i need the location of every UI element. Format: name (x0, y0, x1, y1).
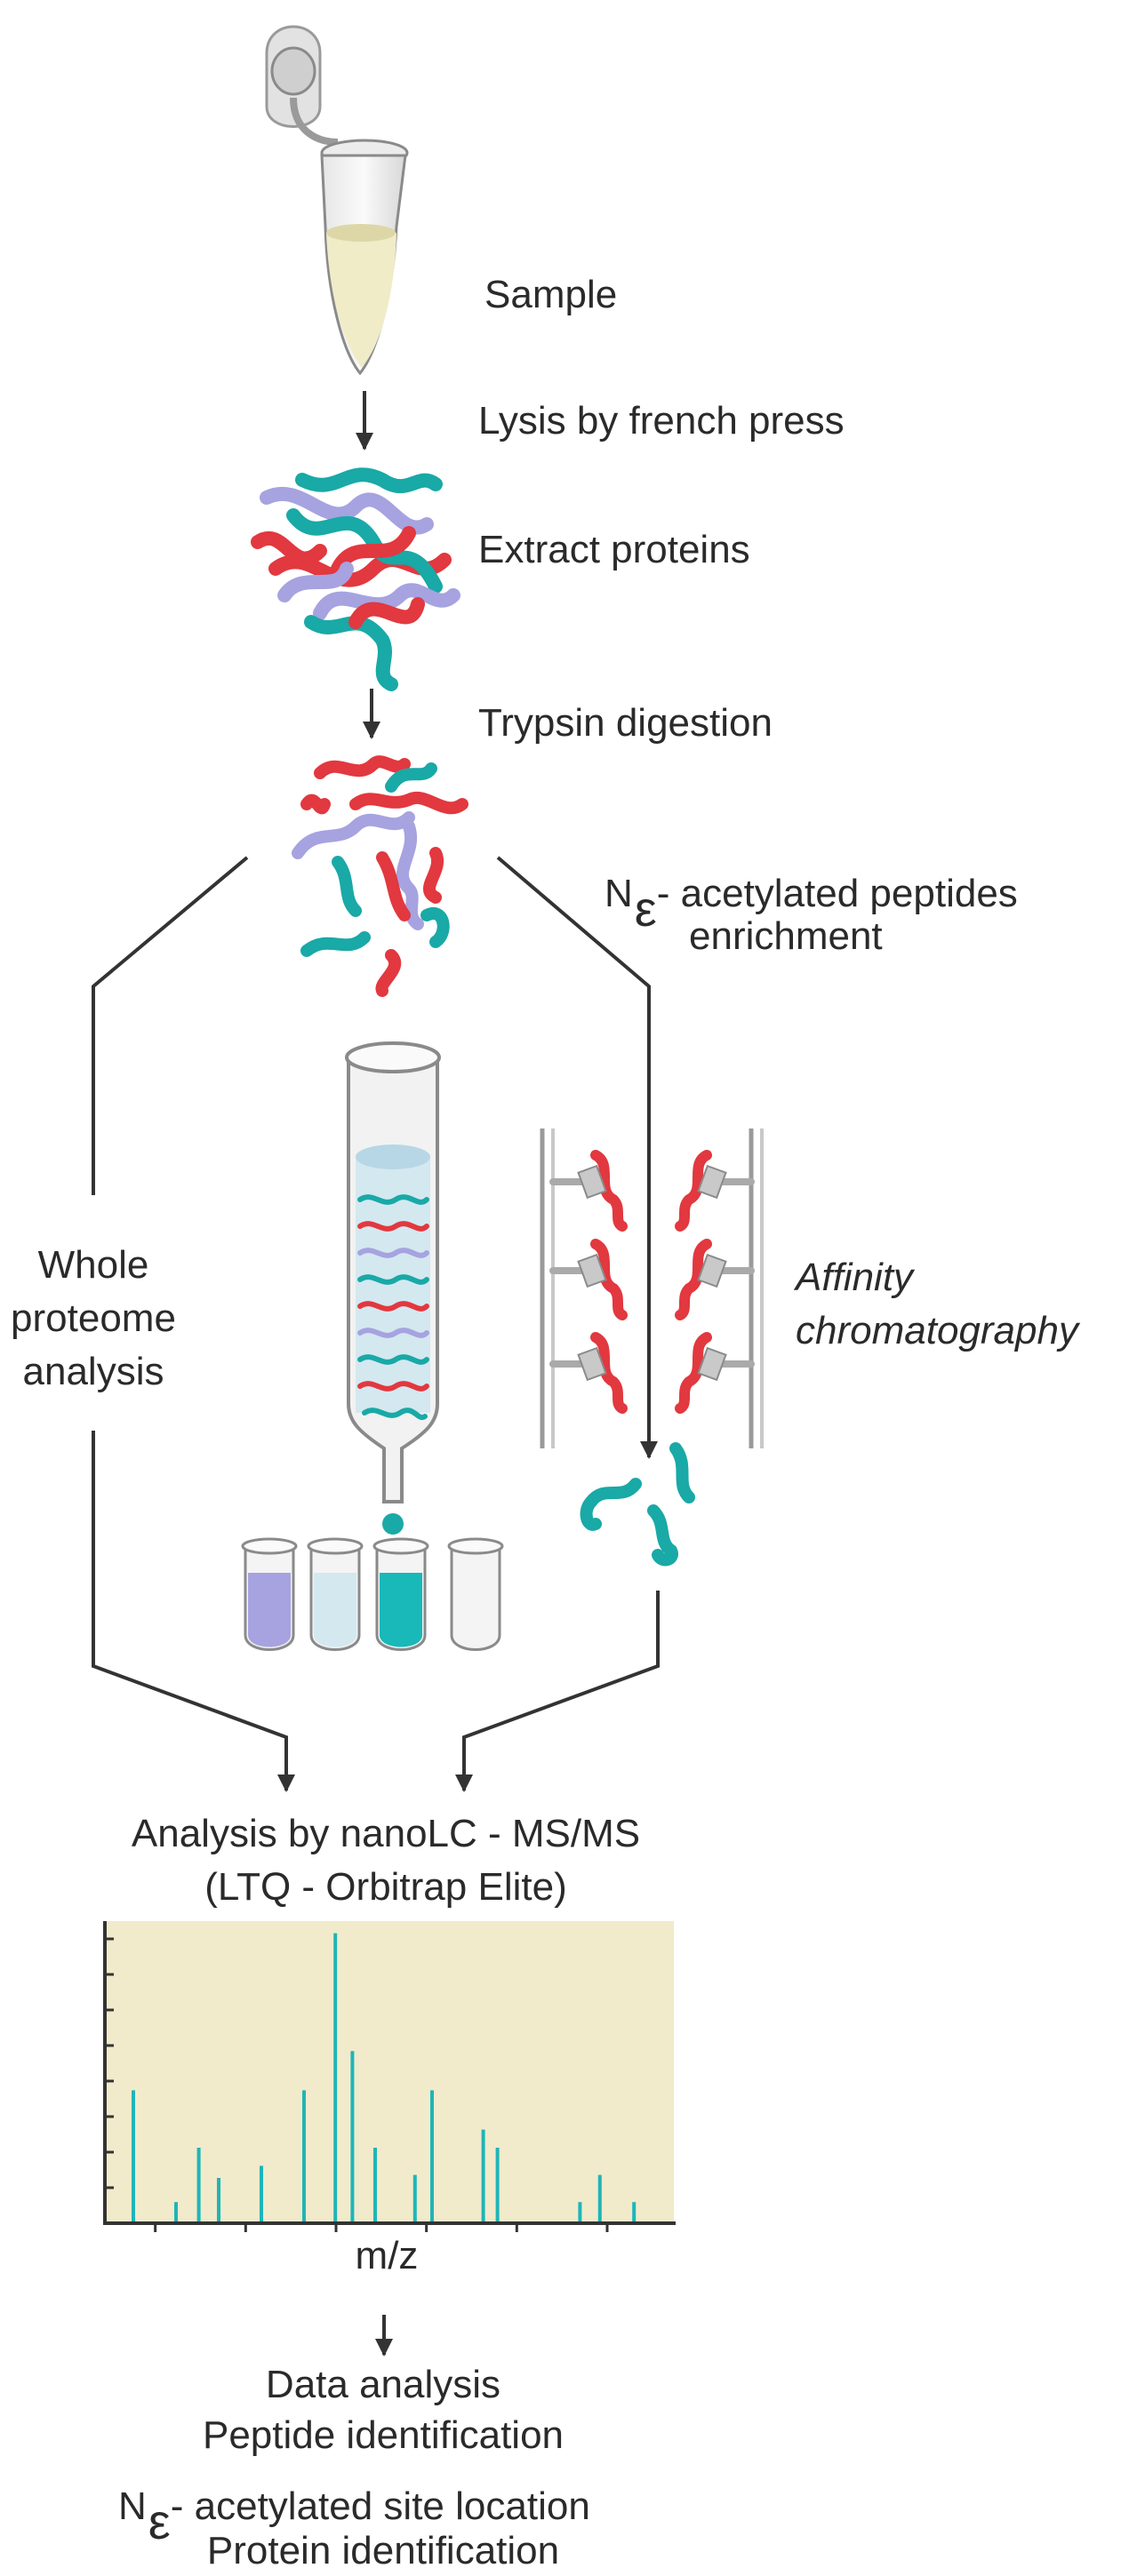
label-analysis-line1: Analysis by nanoLC - MS/MS (131, 1812, 641, 1855)
label-mz: m/z (355, 2234, 419, 2277)
label-extract: Extract proteins (478, 528, 750, 571)
branch-right-top (496, 856, 658, 1459)
label-affinity-line1: Affinity (796, 1256, 914, 1299)
label-lysis: Lysis by french press (478, 399, 845, 443)
label-data-line4: Protein identification (206, 2529, 560, 2572)
epsilon-subscript: ε (148, 2493, 171, 2549)
label-data-line1: Data analysis (265, 2363, 501, 2406)
label-enrichment: Nε- acetylated peptides (605, 872, 1018, 937)
lc-column-icon (345, 1041, 441, 1535)
peptides-icon (292, 755, 468, 997)
branch-left-bottom (92, 1431, 295, 1792)
label-analysis-line2: (LTQ - Orbitrap Elite) (204, 1865, 567, 1909)
label-data-line2: Peptide identification (202, 2413, 565, 2457)
ms-spectrum-chart (103, 1921, 676, 2232)
sample-tube-icon (265, 25, 409, 376)
collection-tubes-icon (241, 1537, 504, 1651)
protein-tangle-icon (251, 467, 460, 691)
label-affinity-line2: chromatography (796, 1309, 1078, 1352)
spectrum-background (105, 1921, 674, 2223)
branch-left-top (92, 856, 249, 1195)
label-trypsin: Trypsin digestion (478, 701, 773, 745)
label-data-line3: Nε- acetylated site location (118, 2484, 590, 2549)
epsilon-subscript: ε (634, 881, 657, 937)
label-whole-line2: proteome (11, 1296, 176, 1340)
label-enrichment-line2: enrichment (689, 914, 883, 958)
label-whole-line3: analysis (22, 1350, 164, 1393)
label-whole-line1: Whole (37, 1243, 149, 1287)
label-sample: Sample (484, 273, 618, 316)
affinity-column-icon (540, 1128, 764, 1448)
eluted-peptides-icon (580, 1442, 695, 1567)
branch-right-bottom (455, 1591, 660, 1792)
